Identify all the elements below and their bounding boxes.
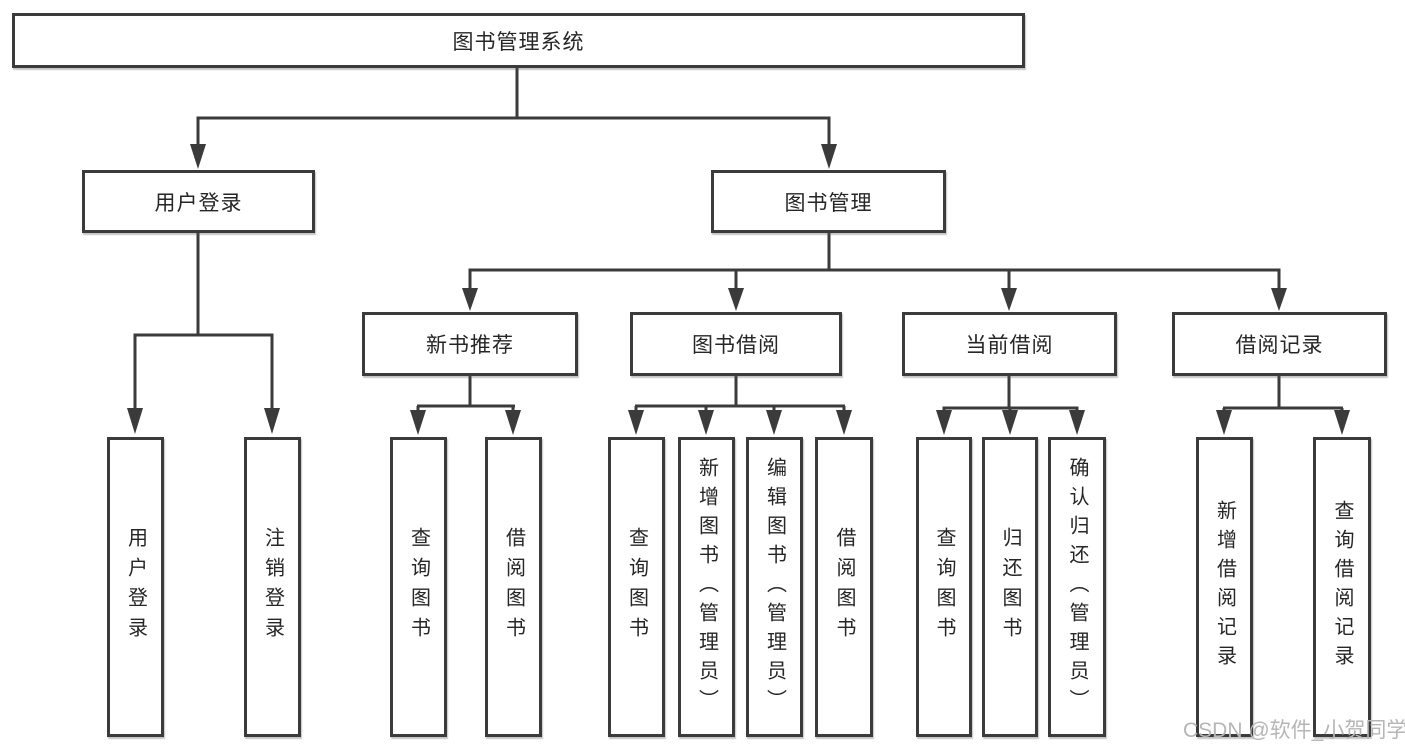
node-query-books-current-label: 查询图书 — [933, 527, 955, 647]
node-return-books: 归还图书 — [982, 437, 1038, 737]
node-query-books-recommend-label: 查询图书 — [407, 527, 430, 647]
node-borrow-books-label: 借阅图书 — [833, 527, 855, 647]
node-edit-books-admin-label: 编辑图书（管理员） — [763, 456, 786, 718]
node-query-borrow-record: 查询借阅记录 — [1313, 437, 1371, 737]
node-book-management-label: 图书管理 — [784, 191, 873, 215]
watermark: CSDN @软件_小贺同学 — [1183, 719, 1405, 742]
node-user-login-leaf: 用户登录 — [107, 437, 164, 737]
node-query-books-recommend: 查询图书 — [390, 437, 447, 737]
node-return-books-label: 归还图书 — [999, 527, 1021, 647]
node-new-book-recommend: 新书推荐 — [362, 312, 578, 376]
node-borrow-books-recommend: 借阅图书 — [485, 437, 542, 737]
node-user-login-leaf-label: 用户登录 — [124, 527, 147, 647]
node-current-borrowing-label: 当前借阅 — [965, 334, 1054, 357]
node-borrow-books: 借阅图书 — [815, 437, 873, 737]
node-add-borrow-record-label: 新增借阅记录 — [1213, 500, 1236, 674]
node-logout-label: 注销登录 — [261, 527, 284, 647]
node-user-login: 用户登录 — [82, 170, 315, 233]
node-root-label: 图书管理系统 — [452, 30, 585, 54]
node-borrowing-records-label: 借阅记录 — [1235, 334, 1324, 357]
node-logout: 注销登录 — [244, 437, 301, 737]
node-borrow-books-recommend-label: 借阅图书 — [502, 527, 525, 647]
node-confirm-return-admin: 确认归还（管理员） — [1048, 437, 1106, 737]
node-book-management: 图书管理 — [711, 170, 946, 233]
node-user-login-label: 用户登录 — [154, 191, 243, 215]
node-borrowing-records: 借阅记录 — [1172, 312, 1387, 376]
node-add-books-admin: 新增图书（管理员） — [678, 437, 735, 737]
node-confirm-return-admin-label: 确认归还（管理员） — [1066, 456, 1088, 718]
node-query-books-borrowing-label: 查询图书 — [625, 527, 648, 647]
node-add-borrow-record: 新增借阅记录 — [1196, 437, 1253, 737]
node-query-books-current: 查询图书 — [916, 437, 972, 737]
node-new-book-recommend-label: 新书推荐 — [426, 334, 514, 357]
node-root: 图书管理系统 — [12, 13, 1025, 68]
node-add-books-admin-label: 新增图书（管理员） — [695, 456, 718, 718]
node-query-borrow-record-label: 查询借阅记录 — [1331, 500, 1353, 674]
node-book-borrowing: 图书借阅 — [630, 312, 842, 376]
node-edit-books-admin: 编辑图书（管理员） — [746, 437, 803, 737]
node-current-borrowing: 当前借阅 — [902, 312, 1117, 376]
node-query-books-borrowing: 查询图书 — [608, 437, 665, 737]
node-book-borrowing-label: 图书借阅 — [692, 334, 780, 357]
